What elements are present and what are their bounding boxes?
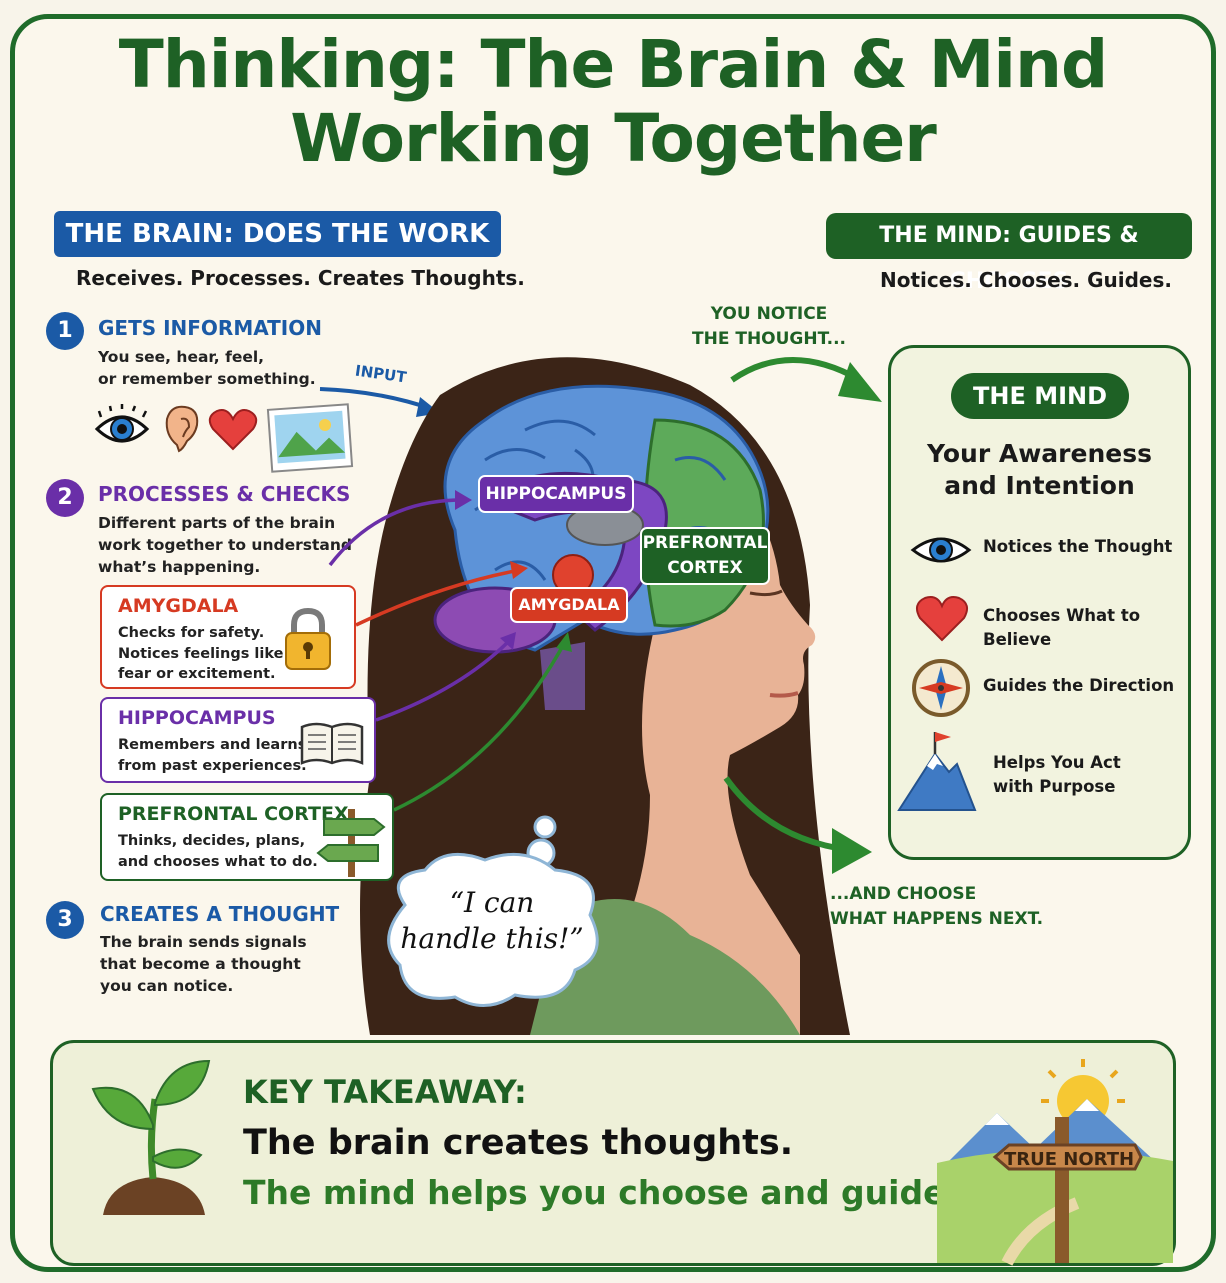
amygdala-title: AMYGDALA bbox=[118, 595, 239, 617]
hippocampus-box: HIPPOCAMPUS Remembers and learns from pa… bbox=[100, 697, 376, 783]
mind-item-act: Helps You Act with Purpose bbox=[993, 753, 1121, 796]
choose-note: ...AND CHOOSE WHAT HAPPENS NEXT. bbox=[830, 884, 1044, 929]
mind-item-guide: Guides the Direction bbox=[983, 676, 1175, 695]
step-1-title: GETS INFORMATION bbox=[98, 316, 322, 340]
step-2-number: 2 bbox=[46, 479, 84, 517]
heart-icon bbox=[208, 409, 258, 451]
step-2-title: PROCESSES & CHECKS bbox=[98, 482, 351, 506]
brain-label-hippocampus: HIPPOCAMPUS bbox=[478, 475, 634, 513]
notice-note: YOU NOTICE THE THOUGHT... bbox=[692, 304, 847, 349]
hippocampus-description: Remembers and learns from past experienc… bbox=[118, 737, 307, 774]
step-1-number: 1 bbox=[46, 312, 84, 350]
mind-panel: THE MIND Your Awareness and Intention No… bbox=[888, 345, 1191, 860]
mind-awareness: Your Awareness and Intention bbox=[927, 439, 1152, 500]
step-2-text: Different parts of the brain work togeth… bbox=[98, 514, 352, 576]
senses-icons bbox=[94, 403, 354, 473]
mind-pill: THE MIND bbox=[951, 373, 1129, 419]
true-north-scene: TRUE NORTH bbox=[937, 1059, 1173, 1266]
takeaway-line-2: The mind helps you choose and guide them… bbox=[243, 1173, 1066, 1212]
sprout-icon bbox=[91, 1059, 211, 1215]
brain-section-header: THE BRAIN: DOES THE WORK bbox=[54, 211, 501, 257]
mountain-flag-icon bbox=[897, 732, 977, 811]
lock-icon bbox=[285, 607, 331, 670]
takeaway-line-1: The brain creates thoughts. bbox=[243, 1123, 794, 1163]
mind-item-notice: Notices the Thought bbox=[983, 537, 1173, 556]
prefrontal-box: PREFRONTAL CORTEX Thinks, decides, plans… bbox=[100, 793, 394, 881]
eye-icon bbox=[94, 404, 150, 443]
picture-icon bbox=[266, 403, 354, 473]
brain-section-subtitle: Receives. Processes. Creates Thoughts. bbox=[76, 266, 525, 290]
eye-icon bbox=[910, 537, 972, 563]
prefrontal-title: PREFRONTAL CORTEX bbox=[118, 803, 349, 825]
prefrontal-description: Thinks, decides, plans, and chooses what… bbox=[118, 833, 318, 870]
compass-icon bbox=[912, 659, 970, 717]
thought-text: “I can handle this!” bbox=[400, 886, 584, 955]
book-icon bbox=[300, 722, 364, 765]
title-line-1: Thinking: The Brain & Mind bbox=[118, 26, 1109, 103]
amygdala-description: Checks for safety. Notices feelings like… bbox=[118, 625, 284, 682]
heart-icon bbox=[915, 596, 969, 642]
mind-item-choose: Chooses What to Believe bbox=[983, 606, 1141, 649]
mind-section-subtitle: Notices. Chooses. Guides. bbox=[880, 268, 1173, 292]
brain-label-prefrontal: PREFRONTAL CORTEX bbox=[640, 527, 770, 585]
key-takeaway-box: KEY TAKEAWAY: The brain creates thoughts… bbox=[50, 1040, 1176, 1266]
step-3-text: The brain sends signals that become a th… bbox=[100, 933, 307, 995]
thought-bubble bbox=[387, 815, 599, 1007]
amygdala-box: AMYGDALA Checks for safety. Notices feel… bbox=[100, 585, 356, 689]
step-3-title: CREATES A THOUGHT bbox=[100, 902, 340, 926]
step-3-number: 3 bbox=[46, 901, 84, 939]
title-line-2: Working Together bbox=[290, 100, 937, 177]
takeaway-title: KEY TAKEAWAY: bbox=[243, 1073, 527, 1111]
hippocampus-title: HIPPOCAMPUS bbox=[118, 707, 276, 729]
ear-icon bbox=[165, 405, 199, 453]
brain-label-amygdala: AMYGDALA bbox=[510, 587, 628, 623]
true-north-sign: TRUE NORTH bbox=[1004, 1149, 1134, 1170]
page-title: Thinking: The Brain & Mind Working Toget… bbox=[0, 28, 1226, 176]
mind-section-header: THE MIND: GUIDES & CHOOSES bbox=[826, 213, 1192, 294]
signpost-icon bbox=[316, 809, 386, 877]
step-1-text: You see, hear, feel, or remember somethi… bbox=[98, 348, 316, 388]
